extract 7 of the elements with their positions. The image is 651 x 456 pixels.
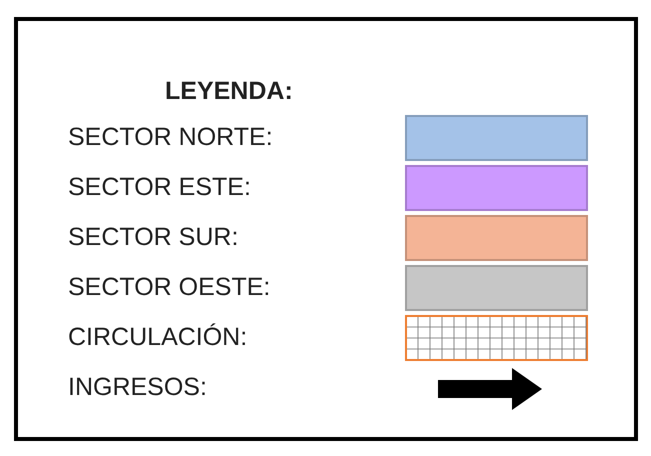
legend-label: CIRCULACIÓN: [68,322,248,352]
legend-label: INGRESOS: [68,372,207,402]
legend-title: LEYENDA: [165,76,293,106]
legend-label: SECTOR SUR: [68,222,238,252]
legend-label: SECTOR NORTE: [68,122,273,152]
legend-label: SECTOR OESTE: [68,272,270,302]
legend-label: SECTOR ESTE: [68,172,251,202]
